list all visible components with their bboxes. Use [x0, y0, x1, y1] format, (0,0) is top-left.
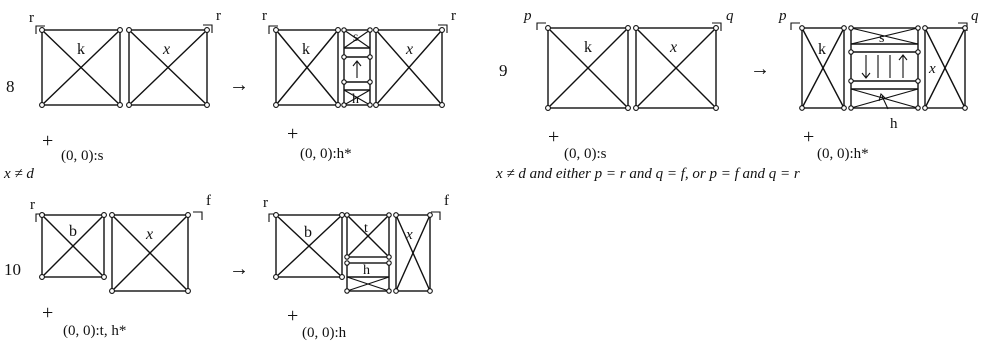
rule-9-h-pointer-head — [878, 92, 887, 102]
rule-9-after-left-corner-mark — [790, 22, 800, 30]
rule-10-arrow: → — [229, 258, 249, 280]
rule-9-before-right-label: x — [669, 39, 677, 56]
rule-8-before-right-square — [126, 27, 210, 108]
rule-9-arrow: → — [750, 58, 770, 80]
rule-9-left-corner-mark — [536, 22, 546, 30]
rule-9-after-right-square — [922, 25, 968, 111]
rule-8-before-left-label: k — [77, 41, 85, 58]
rule-8-number: 8 — [6, 77, 15, 96]
rule-9-after-bottom-small-label: h — [890, 116, 898, 132]
rule-8-after-right-label: x — [405, 41, 413, 58]
rule-8-arrow: → — [229, 74, 249, 96]
rule-10-before-origin: (0, 0):t, h* — [63, 323, 126, 339]
rule-9-after-right-label: x — [928, 61, 936, 77]
rule-10-after-middle-stack — [344, 212, 392, 294]
rule-8-before-origin-plus: + — [42, 130, 53, 152]
rule-8-left-corner-label: r — [29, 10, 34, 26]
rule-8: 8 r r k x + (0, 0):s x ≠ d → — [3, 8, 456, 182]
rule-8-after-right-corner-mark — [438, 24, 448, 33]
rule-9-condition: x ≠ d and either p = r and q = f, or p =… — [495, 166, 800, 182]
rule-9-after-origin-plus: + — [803, 126, 814, 148]
rule-9-before-origin-plus: + — [548, 126, 559, 148]
rule-9-number: 9 — [499, 61, 508, 80]
rule-9-h-pointer — [881, 95, 889, 110]
rule-8-after-left-corner-mark — [268, 25, 278, 34]
rule-10-after-left-label: b — [304, 224, 312, 241]
rule-10-right-corner-mark — [193, 211, 203, 220]
rule-8-after-middle-stack — [341, 27, 373, 108]
rule-8-after-left-corner-label: r — [262, 8, 267, 24]
rule-8-before-right-label: x — [162, 41, 170, 58]
rule-9-before-left-square — [545, 25, 631, 111]
rule-9-right-corner-label: q — [726, 8, 734, 24]
rule-8-after-origin: (0, 0):h* — [300, 146, 352, 162]
rule-8-after-right-corner-label: r — [451, 8, 456, 24]
rule-10-before-origin-plus: + — [42, 302, 53, 324]
rule-10-right-corner-label: f — [206, 193, 211, 209]
rule-9-after-middle-stack — [848, 25, 921, 111]
rule-10-after-left-corner-label: r — [263, 195, 268, 211]
rule-10-after-origin-plus: + — [287, 305, 298, 327]
rule-10-after-right-label: x — [405, 227, 413, 243]
rule-10-after-bottom-small-label: h — [363, 263, 370, 278]
rule-9-after-left-label: k — [818, 41, 826, 58]
rule-10-after-origin: (0, 0):h — [302, 325, 347, 341]
rule-10-after-right-corner-mark — [431, 211, 441, 220]
rule-10-before-right-square — [109, 212, 191, 294]
rule-10-after-right-square — [393, 212, 433, 294]
rule-8-after-bottom-small-label: h — [352, 92, 359, 107]
rule-8-after-origin-plus: + — [287, 123, 298, 145]
rule-8-after-left-square — [273, 27, 341, 108]
rule-9-right-corner-mark — [712, 22, 722, 31]
rule-10-before-right-label: x — [145, 226, 153, 243]
rule-10-left-corner-label: r — [30, 197, 35, 213]
rule-8-after-right-square — [373, 27, 445, 108]
rule-9-before-left-label: k — [584, 39, 592, 56]
rule-9-before-origin: (0, 0):s — [564, 146, 607, 162]
rule-9-after-right-corner-label: q — [971, 8, 979, 24]
rule-8-after-left-label: k — [302, 41, 310, 58]
rule-10: 10 r f b x + (0, 0):t, h* → r f — [4, 193, 449, 341]
rule-10-after-right-corner-label: f — [444, 193, 449, 209]
rule-10-number: 10 — [4, 260, 21, 279]
rule-9-after-left-corner-label: p — [778, 8, 787, 24]
rule-8-before-left-square — [39, 27, 123, 108]
rule-10-after-left-square — [273, 212, 345, 280]
rule-8-right-corner-mark — [203, 24, 213, 33]
rule-9-left-corner-label: p — [523, 8, 532, 24]
rule-8-before-origin: (0, 0):s — [61, 148, 104, 164]
rule-9-before-right-square — [633, 25, 719, 111]
rule-9-after-origin: (0, 0):h* — [817, 146, 869, 162]
rule-8-left-corner-mark — [35, 25, 45, 34]
rule-9: 9 p q k x + (0, 0):s → p q — [495, 8, 979, 182]
rule-10-after-top-small-label: t — [364, 221, 368, 236]
rule-10-before-left-label: b — [69, 223, 77, 240]
rule-10-before-left-square — [39, 212, 107, 280]
rule-8-after-top-small-label: s — [353, 30, 358, 45]
rule-8-condition: x ≠ d — [3, 166, 34, 182]
rule-9-after-top-small-label: s — [879, 31, 884, 46]
rule-9-after-left-square — [799, 25, 847, 111]
rule-8-right-corner-label: r — [216, 8, 221, 24]
